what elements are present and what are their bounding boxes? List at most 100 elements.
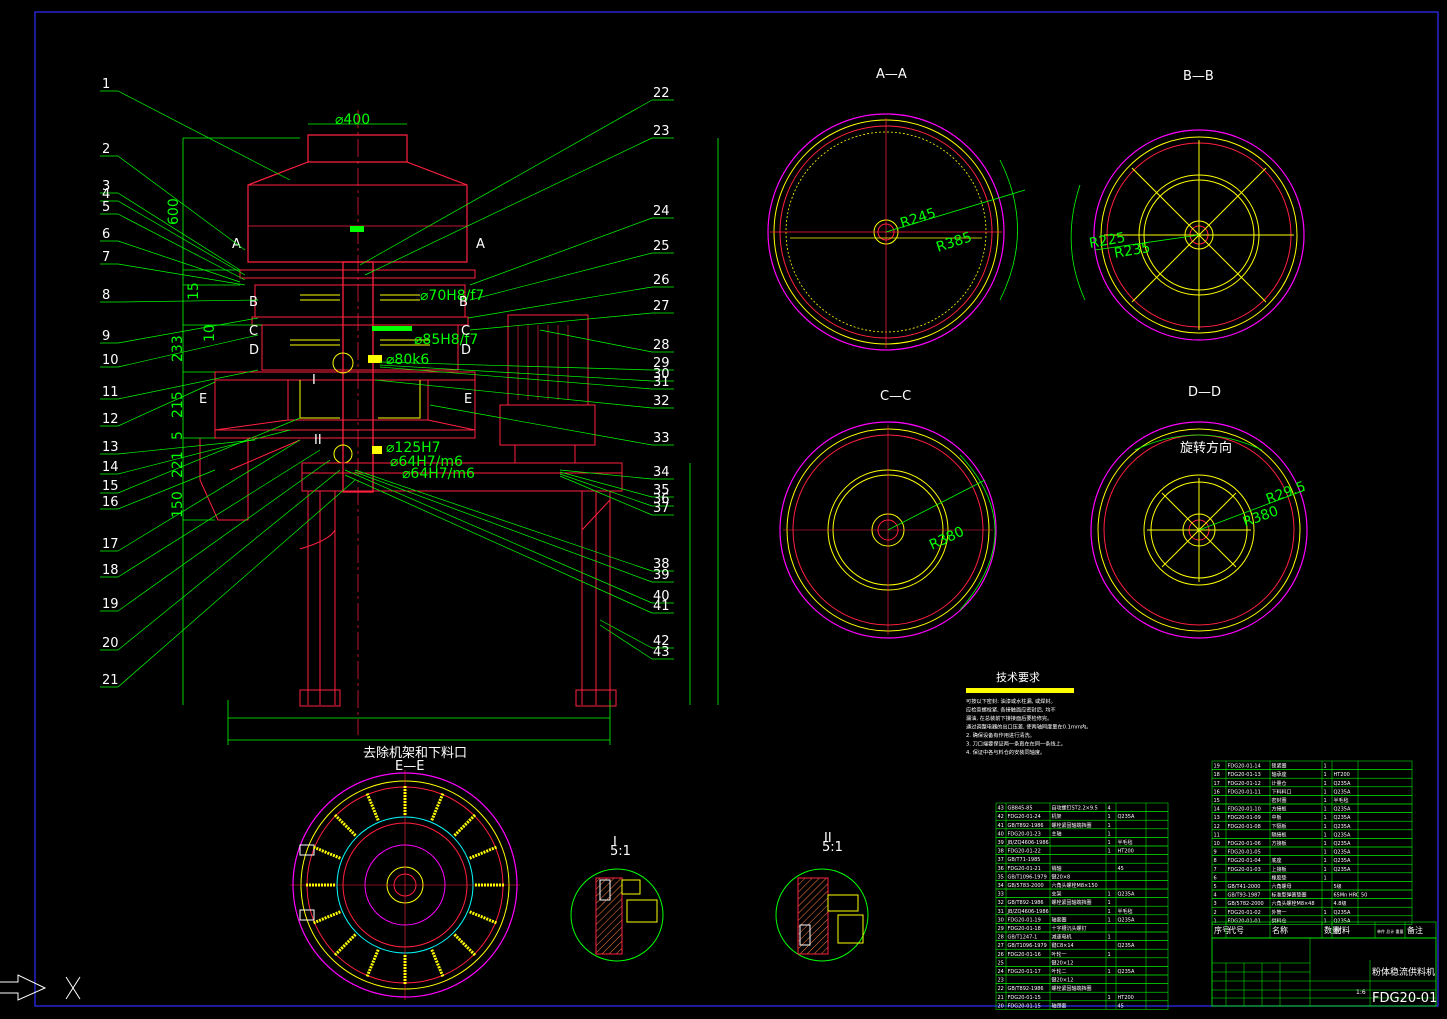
leader-35 <box>559 471 653 498</box>
bom-cell: 中板 <box>1272 814 1282 821</box>
bom-cell: Q235A <box>1334 789 1351 795</box>
bom-cell: 25 <box>998 960 1004 966</box>
balloon-16: 16 <box>102 495 119 510</box>
leader-2 <box>117 155 246 251</box>
bom-cell: 1 <box>1324 867 1327 873</box>
bom-cell: 键C8×14 <box>1052 942 1074 949</box>
leader-36 <box>559 473 653 507</box>
tech-line: 漏油, 在总装前下接接面后要检修完。 <box>966 714 1052 722</box>
bom-cell: 1 <box>1324 910 1327 916</box>
fit-1: ⌀70H8/f7 <box>420 288 484 304</box>
bom-cell: 27 <box>998 943 1004 949</box>
bom-cell: 机架 <box>1052 813 1062 820</box>
bom-cell: 计量仓 <box>1272 780 1287 787</box>
bom-cell: 23 <box>998 978 1004 984</box>
bom-cell: 橡胶垫 <box>1272 874 1287 881</box>
section-ee-caption: 去除机架和下料口 <box>363 746 467 761</box>
bom-cell: 1 <box>1108 995 1111 1001</box>
bom-cell: Q235A <box>1334 824 1351 830</box>
bom-cell: HT200 <box>1118 849 1134 855</box>
leader-11 <box>117 369 259 400</box>
detail-i <box>570 868 664 962</box>
bom-cell: 33 <box>998 892 1004 898</box>
bom-cell: Q235A <box>1334 781 1351 787</box>
leader-15 <box>117 417 301 494</box>
bom-cell: 28 <box>998 935 1004 941</box>
tech-line: 4. 保证中各与料仓的安装同轴度。 <box>966 748 1045 756</box>
mark-a-left: A <box>232 237 241 252</box>
bom-cell: 外筒一 <box>1272 909 1287 916</box>
bom-cell: 11 <box>1214 832 1220 838</box>
bom-cell: 1 <box>1108 831 1111 837</box>
bom-cell: 标准型弹簧垫圈 <box>1272 892 1307 899</box>
detail-ii-title: II <box>824 831 832 846</box>
tech-line: 应检查螺栓紧, 各接触面应密封后, 均不 <box>966 706 1056 714</box>
bom-cell: 4 <box>1108 806 1111 812</box>
bom-cell: 键20×12 <box>1052 977 1074 984</box>
bom-cell: FDG20-01-13 <box>1228 772 1261 778</box>
tech-title-bar <box>966 688 1074 693</box>
bom-cell: 14 <box>1214 807 1220 813</box>
bom-cell: 4.8级 <box>1334 900 1347 907</box>
bom-cell: 隔接板 <box>1272 831 1287 838</box>
balloon-8: 8 <box>102 288 110 303</box>
bom-cell: 1 <box>1324 781 1327 787</box>
bom-cell: FDG20-01-16 <box>1008 952 1041 958</box>
bom-cell: FDG20-01-19 <box>1008 917 1041 923</box>
bom-cell: 1 <box>1324 824 1327 830</box>
bom-cell: FDG20-01-01 <box>1228 918 1261 924</box>
balloon-17: 17 <box>102 537 119 552</box>
balloon-34: 34 <box>653 465 670 480</box>
fit-6: ⌀64H7/m6 <box>402 466 475 482</box>
bom-cell: 38 <box>998 849 1004 855</box>
balloon-6: 6 <box>102 227 110 242</box>
balloon-31: 31 <box>653 375 670 390</box>
mark-detail-ii: II <box>314 433 322 448</box>
bom-cell: 37 <box>998 857 1004 863</box>
leader-31 <box>379 366 653 390</box>
tech-title: 技术要求 <box>996 671 1040 684</box>
mark-a-right: A <box>476 237 485 252</box>
bom-cell: 螺栓紧固轴端挡圈 <box>1052 899 1092 906</box>
leader-5 <box>117 213 246 281</box>
section-aa <box>767 113 1026 351</box>
leader-27 <box>469 312 653 331</box>
bom-cell: 锁紧圈 <box>1272 763 1287 770</box>
title-block: 粉体稳流供料机 FDG20-01 1:6 <box>1211 937 1437 1007</box>
section-bb-r2: R235 <box>1113 240 1152 262</box>
bom-cell: HT200 <box>1334 772 1350 778</box>
leader-28 <box>539 329 653 353</box>
bom-cell: 5级 <box>1334 883 1342 890</box>
bom-header-cell: 代号 <box>1228 925 1244 935</box>
bom-cell: GB/T1096-1979 <box>1008 874 1047 880</box>
bom-cell: 12 <box>1214 824 1220 830</box>
bom-cell: 16 <box>1214 789 1220 795</box>
bom-cell: 销轴 <box>1052 865 1062 872</box>
bom-cell: 下料料口 <box>1272 788 1292 795</box>
leader-17 <box>117 439 301 552</box>
bom-cell: 1 <box>1108 917 1111 923</box>
bom-cell: 1 <box>1324 850 1327 856</box>
fit-3: ⌀80k6 <box>386 352 429 368</box>
balloon-19: 19 <box>102 597 119 612</box>
bom-cell: GB/T892-1986 <box>1008 986 1044 992</box>
bom-cell: 支架 <box>1052 891 1062 898</box>
bom-cell: 43 <box>998 806 1004 812</box>
bom-cell: FDG20-01-22 <box>1008 849 1041 855</box>
bom-cell: 键20×12 <box>1052 959 1074 966</box>
bom-cell: 供料仓 <box>1272 917 1287 924</box>
bom-cell: 1 <box>1108 840 1111 846</box>
bom-cell: 1 <box>1108 823 1111 829</box>
leader-4 <box>117 200 246 276</box>
section-aa-title: A—A <box>876 67 907 82</box>
bom-cell: 31 <box>998 909 1004 915</box>
bom-header-cell: 名称 <box>1272 925 1288 935</box>
leader-26 <box>467 286 653 319</box>
dim-215: 215 <box>170 391 186 418</box>
bom-cell: FDG20-01-15 <box>1008 995 1041 1001</box>
balloon-29: 29 <box>653 356 670 371</box>
bom-cell: 9 <box>1214 850 1217 856</box>
bom-cell: 叶轮一 <box>1052 951 1067 958</box>
mark-e-right: E <box>464 392 472 407</box>
